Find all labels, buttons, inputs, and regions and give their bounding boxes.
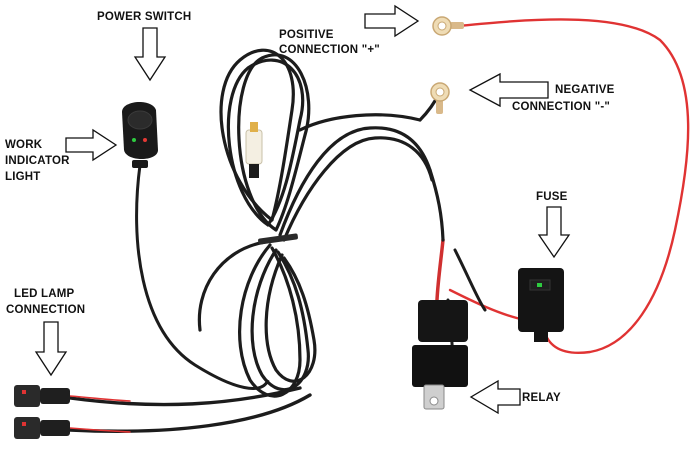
work-indicator-label-1: WORK [5, 139, 43, 151]
positive-ring-terminal [432, 16, 464, 36]
positive-connection-arrow [364, 4, 420, 38]
indicator-red-led [143, 138, 147, 142]
led-lamp-label-1: LED LAMP [14, 288, 75, 300]
relay-label: RELAY [522, 392, 561, 404]
fuse-label: FUSE [536, 191, 568, 203]
led-lamp-label-2: CONNECTION [6, 304, 85, 316]
power-switch-body [122, 101, 158, 168]
work-indicator-arrow [65, 128, 118, 162]
negative-connection-label-1: NEGATIVE [555, 84, 615, 96]
led-lamp-connector-2 [14, 417, 70, 439]
positive-connection-label-2: CONNECTION "+" [279, 44, 380, 56]
positive-red-wire [456, 18, 690, 355]
zip-tie [258, 233, 298, 245]
inline-connector [245, 122, 263, 178]
negative-ring-terminal [430, 82, 450, 114]
relay-arrow [469, 379, 521, 415]
relay-red-wire [448, 288, 527, 322]
indicator-green-led [132, 138, 136, 142]
switch-cable [135, 164, 270, 390]
led-lamp-wires [68, 386, 312, 433]
negative-connection-label-2: CONNECTION "-" [512, 101, 610, 113]
power-switch-arrow [133, 27, 167, 82]
negative-connection-arrow [468, 72, 549, 108]
fuse-arrow [537, 206, 571, 259]
led-lamp-connector-1 [14, 385, 70, 407]
relay-red-lead [435, 238, 445, 302]
work-indicator-label-3: LIGHT [5, 171, 41, 183]
power-switch-label: POWER SWITCH [97, 11, 191, 23]
work-indicator-label-2: INDICATOR [5, 155, 70, 167]
led-lamp-arrow [34, 321, 68, 377]
positive-connection-label-1: POSITIVE [279, 29, 334, 41]
fuse-holder [518, 268, 564, 342]
relay [412, 300, 468, 410]
